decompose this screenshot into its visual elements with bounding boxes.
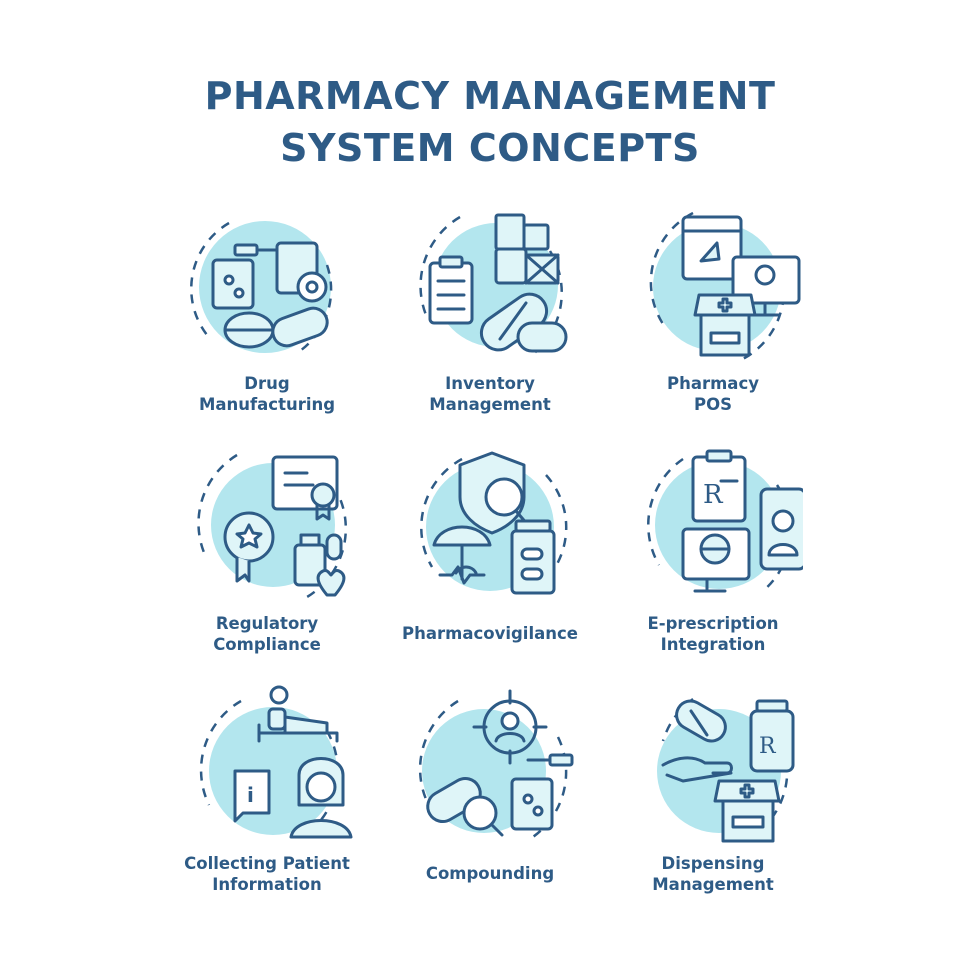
pharmacy-pos-icon [649,211,801,363]
concept-drug-manufacturing: Drug Manufacturing [147,205,387,415]
concept-pharmacovigilance: Pharmacovigilance [370,445,610,644]
concept-label: Inventory Management [429,374,551,414]
concept-label: Collecting Patient Information [184,854,350,894]
concept-label: Pharmacovigilance [402,624,578,643]
patient-information-icon: i [199,685,353,839]
concept-inventory-management: Inventory Management [370,205,610,415]
concept-collecting-patient-information: i Collecting Patient Information [147,685,387,895]
concept-pharmacy-pos: Pharmacy POS [593,205,833,415]
e-prescription-icon: R [647,449,803,593]
inventory-management-icon [419,213,568,356]
concept-label: Drug Manufacturing [198,374,336,414]
concept-e-prescription-integration: R E-prescription Integration [593,445,833,655]
concept-label: Pharmacy POS [667,374,759,414]
concept-label: Compounding [425,864,555,883]
svg-text:R: R [759,734,777,759]
title-line-2: SYSTEM CONCEPTS [280,126,700,170]
title-line-1: PHARMACY MANAGEMENT [204,74,776,118]
regulatory-compliance-icon [197,453,347,599]
concept-dispensing-management: R Dispensing Management [593,685,833,895]
dispensing-management-icon: R [657,697,795,843]
pharmacovigilance-icon [420,451,568,595]
concept-label: E-prescription Integration [647,614,779,654]
svg-text:i: i [247,783,254,807]
concept-regulatory-compliance: Regulatory Compliance [147,445,387,655]
concept-compounding: Compounding [370,685,610,884]
concept-label: Dispensing Management [652,854,774,894]
svg-text:R: R [703,480,724,510]
compounding-icon [418,689,574,841]
drug-manufacturing-icon [190,221,333,355]
concept-label: Regulatory Compliance [213,614,321,654]
page-title: PHARMACY MANAGEMENT SYSTEM CONCEPTS [0,70,980,174]
